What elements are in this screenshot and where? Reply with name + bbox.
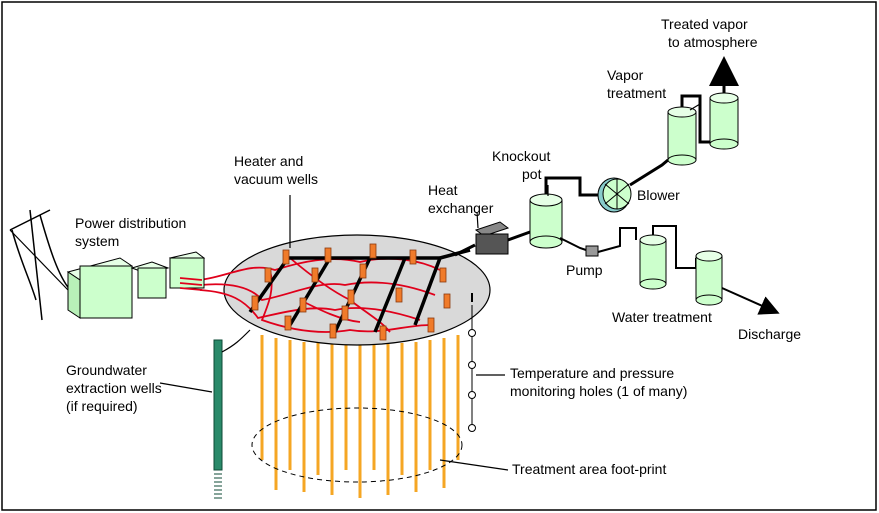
power-boxes — [66, 251, 206, 319]
label-blower: Blower — [637, 187, 680, 203]
power-line — [9, 229, 69, 291]
well-caps — [251, 243, 451, 341]
label-heat-exchanger: Heat exchanger — [428, 182, 494, 216]
blower-icon — [597, 177, 632, 213]
monitoring-hole — [468, 305, 476, 432]
water-treatment-vessel-2 — [695, 250, 723, 306]
vapor-pipe-2 — [507, 230, 531, 242]
knockout-pot — [529, 193, 563, 249]
label-vapor-treatment: Vapor treatment — [607, 67, 666, 101]
leader-lines — [159, 103, 701, 471]
label-knockout-pot: Knockout pot — [492, 148, 554, 182]
label-pump: Pump — [566, 262, 603, 278]
vapor-pipe-1 — [454, 243, 476, 257]
power-cables — [179, 277, 203, 291]
label-monitoring: Temperature and pressure monitoring hole… — [510, 365, 687, 399]
label-groundwater: Groundwater extraction wells (if require… — [66, 362, 166, 414]
discharge-arrow — [721, 287, 780, 315]
water-treatment-vessel-1 — [639, 234, 667, 290]
vapor-pipe-3 — [544, 176, 600, 197]
pump-icon — [585, 245, 599, 257]
label-discharge: Discharge — [738, 326, 801, 342]
vapor-pipe-4 — [629, 158, 669, 187]
water-pipe-2 — [597, 227, 637, 253]
vapor-treatment-vessel-2 — [709, 92, 739, 150]
vapor-pipe-5 — [680, 94, 710, 144]
heat-exchanger — [474, 221, 510, 255]
label-treated-vapor: Treated vapor to atmosphere — [661, 16, 758, 50]
label-water-treatment: Water treatment — [612, 309, 712, 325]
water-pipe-1 — [559, 237, 587, 251]
groundwater-well — [213, 329, 251, 499]
power-pole-icon — [9, 209, 71, 321]
vapor-treatment-vessel-1 — [667, 106, 697, 166]
label-heater-vacuum: Heater and vacuum wells — [234, 153, 318, 187]
subsurface-wells — [260, 335, 460, 498]
label-power-distribution: Power distribution system — [75, 215, 190, 249]
label-footprint: Treatment area foot-print — [512, 461, 666, 477]
footprint-ellipse — [251, 407, 463, 483]
